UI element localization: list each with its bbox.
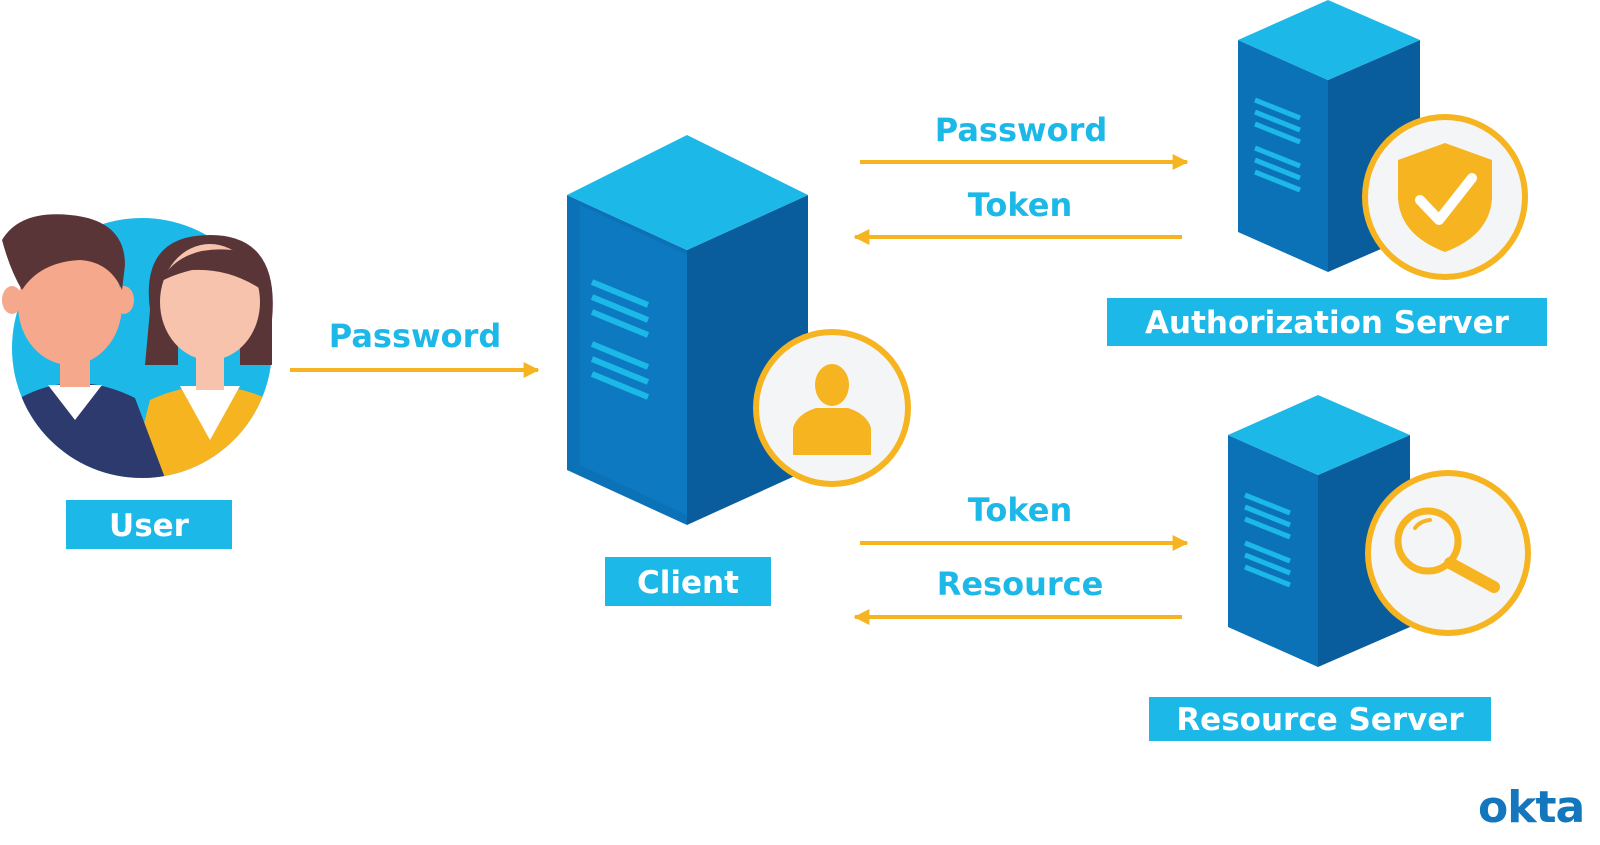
client-label-box [605,557,771,606]
auth-server-node: Authorization Server [1107,0,1547,346]
client-node: Client [567,135,911,606]
edge-auth-to-client: Token [853,186,1182,245]
okta-logo: okta [1478,782,1585,833]
auth-server-label: Authorization Server [1145,305,1510,341]
users-illustration [2,214,273,478]
resource-server-label-box [1149,697,1491,741]
edge-resource-to-client: Resource [853,565,1182,625]
auth-server-label-box [1107,298,1547,346]
edge-label-client-to-resource: Token [968,491,1072,529]
resource-server-node: Resource Server [1149,395,1531,741]
user-label-box [66,500,232,549]
person-icon [753,329,911,487]
shield-check-icon [1362,114,1528,280]
user-node: User [2,214,273,549]
client-label: Client [637,565,739,601]
edge-label-resource-to-client: Resource [937,565,1104,603]
edge-label-auth-to-client: Token [968,186,1072,224]
edge-user-to-client: Password [290,317,540,378]
user-label: User [109,508,190,544]
resource-server-label: Resource Server [1176,702,1464,738]
client-server-icon [567,135,808,525]
edge-client-to-resource: Token [860,491,1189,551]
edge-label-user-to-client: Password [329,317,502,355]
edge-label-client-to-auth: Password [935,111,1108,149]
magnifier-icon [1365,470,1531,636]
edge-client-to-auth: Password [860,111,1189,170]
